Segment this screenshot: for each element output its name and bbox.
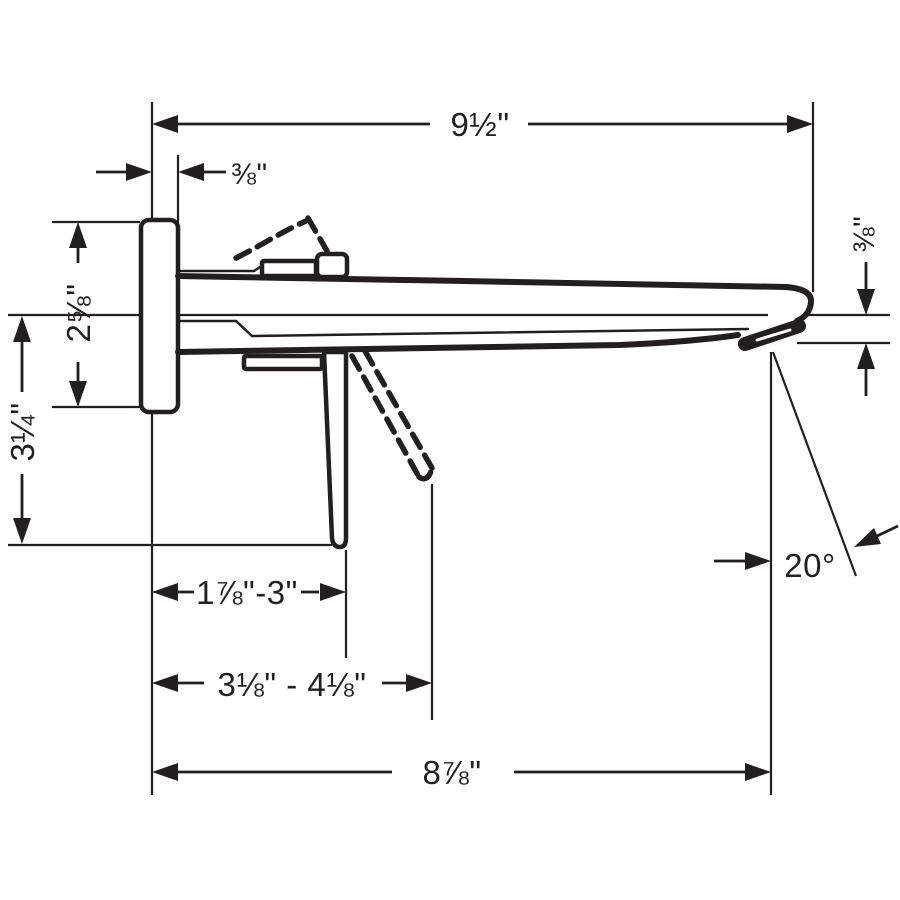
- arrow-angle-icon: [854, 528, 881, 547]
- dim-label-handle-range-lower: 3⅛" - 4⅛": [217, 666, 366, 703]
- spout-top-edge: [175, 273, 789, 290]
- arrow-right-icon: [320, 583, 346, 601]
- dimension-bottom-width: 8⅞": [152, 754, 771, 791]
- handle-lever-down: [321, 349, 349, 550]
- escutcheon-plate: [138, 217, 181, 415]
- arrow-right-icon: [745, 552, 771, 570]
- dimension-handle-range-upper: 1⅞"-3": [152, 574, 346, 611]
- arrow-up-icon: [13, 316, 31, 342]
- dim-label-handle-range-upper: 1⅞"-3": [196, 574, 298, 611]
- arrow-left-icon: [178, 163, 204, 181]
- arrow-right-icon: [745, 763, 771, 781]
- handle-raised-tip-dashed: [305, 215, 330, 254]
- dimension-outlet-clearance: 3¼": [4, 316, 41, 544]
- dimension-plate-height: 2⅝": [60, 222, 97, 407]
- lower-mounting-bar: [241, 353, 325, 372]
- handle-tilted-dashed-left: [349, 353, 422, 480]
- spout-tip-cap: [783, 284, 814, 324]
- cartridge-cap: [259, 258, 319, 279]
- spout-tip-fill: [768, 290, 812, 320]
- faucet-body: [138, 215, 814, 550]
- dim-label-outlet-clearance: 3¼": [4, 402, 41, 461]
- arrow-right-icon: [406, 674, 432, 692]
- arrow-left-icon: [152, 115, 178, 133]
- arrow-left-icon: [152, 763, 178, 781]
- aerator-slit: [755, 328, 792, 342]
- dim-label-tip-height: ⅜": [848, 216, 881, 253]
- spout-inner-edge: [176, 319, 750, 338]
- extension-lines: [8, 102, 890, 795]
- dimension-spout-angle: 20°: [714, 524, 899, 584]
- arrow-down-icon: [69, 381, 87, 407]
- arrow-up-icon: [69, 222, 87, 248]
- dim-label-plate-height: 2⅝": [60, 283, 97, 342]
- dimension-top-width: 9½": [152, 106, 813, 143]
- handle-tilted-dashed-tip: [416, 465, 435, 482]
- spout-bottom-edge: [175, 332, 741, 355]
- valve-stub-top-line: [176, 263, 265, 273]
- arrow-right-icon: [126, 163, 152, 181]
- arrow-up-icon: [857, 343, 875, 369]
- arrow-down-icon: [13, 518, 31, 544]
- dim-label-bottom-width: 8⅞": [422, 754, 481, 791]
- arrow-right-icon: [787, 115, 813, 133]
- handle-tilted-dashed-right: [362, 348, 435, 471]
- leader-line: [876, 524, 899, 538]
- arrow-left-icon: [152, 674, 178, 692]
- arrow-left-icon: [152, 583, 178, 601]
- handle-pivot-knob: [314, 251, 350, 280]
- arrow-down-icon: [857, 289, 875, 315]
- handle-raised-dashed: [233, 218, 309, 261]
- dim-label-top-width: 9½": [450, 106, 509, 143]
- dimension-top-left-offset: ⅜": [96, 158, 268, 191]
- spout-angle-line: [771, 351, 858, 577]
- dimension-tip-height: ⅜": [848, 216, 881, 396]
- dimension-handle-range-lower: 3⅛" - 4⅛": [152, 666, 432, 703]
- dim-label-spout-angle: 20°: [784, 547, 835, 584]
- dim-label-top-left-offset: ⅜": [231, 158, 268, 191]
